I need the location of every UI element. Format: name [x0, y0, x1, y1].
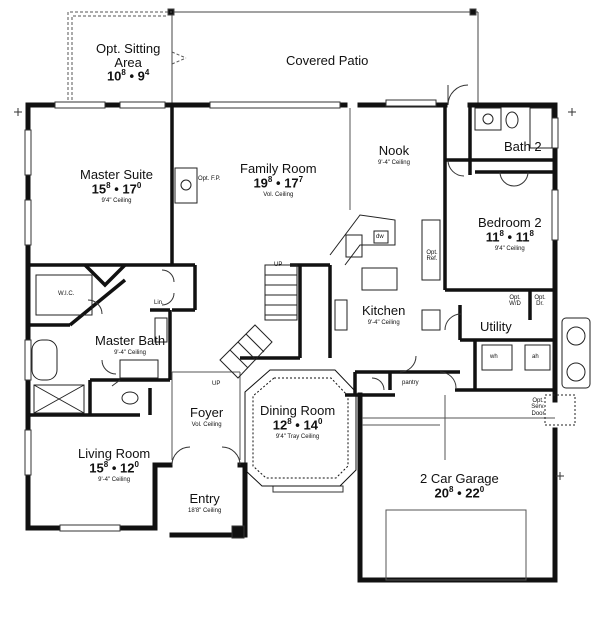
- room-label-bedroom-2: Bedroom 2 118 • 118 9'4" Ceiling: [478, 216, 542, 252]
- room-label-entry: Entry 18'8" Ceiling: [188, 492, 221, 514]
- opt-fireplace-label: Opt. F.P.: [198, 176, 221, 182]
- room-label-nook: Nook 9'-4" Ceiling: [378, 144, 410, 166]
- room-name: Nook: [378, 143, 410, 158]
- stair-up-label-lower: UP: [212, 381, 221, 387]
- ceiling-note: 9'-4" Ceiling: [114, 349, 147, 356]
- ceiling-note: 9'-4" Ceiling: [378, 159, 410, 166]
- door-swings: [87, 84, 529, 466]
- room-name: Living Room: [78, 446, 151, 461]
- room-name: Family Room: [240, 161, 317, 176]
- ceiling-note: 9'4" Ceiling: [101, 197, 132, 204]
- opt-wd-label: Opt. W/D: [509, 295, 521, 308]
- room-dimensions: 158 • 120: [89, 459, 139, 475]
- room-name: Opt. Sitting: [96, 41, 161, 56]
- dishwasher-label: dw: [376, 234, 384, 240]
- dining-room-octagon: [244, 369, 357, 487]
- room-dimensions: 158 • 170: [91, 180, 142, 196]
- room-dimensions: 208 • 220: [434, 484, 485, 500]
- ceiling-note: 9'-4" Ceiling: [367, 319, 400, 326]
- opt-ref-label: Opt. Ref.: [426, 250, 438, 263]
- stairs: [219, 264, 298, 379]
- room-label-kitchen: Kitchen 9'-4" Ceiling: [362, 304, 405, 326]
- detail-lines: [171, 108, 555, 581]
- room-label-covered-patio: Covered Patio: [286, 54, 368, 68]
- room-name: Covered Patio: [286, 53, 369, 68]
- pantry-label: pantry: [402, 380, 419, 386]
- room-label-foyer: Foyer Vol. Ceiling: [190, 406, 223, 428]
- opt-dr-label: Opt. Dr.: [534, 295, 546, 308]
- interior-walls: [28, 105, 555, 417]
- utility-appliances: [481, 317, 591, 426]
- room-name-line-2: Area: [114, 54, 142, 70]
- room-name: 2 Car Garage: [420, 471, 499, 486]
- room-name: Kitchen: [362, 303, 406, 318]
- room-name: Bedroom 2: [478, 215, 542, 230]
- opt-serv-door-label: Opt. Serv. Door: [531, 398, 545, 417]
- plan-markers: [14, 108, 576, 539]
- ceiling-note: 9'4" Tray Ceiling: [275, 433, 320, 440]
- ceiling-note: 9'4" Ceiling: [494, 245, 525, 252]
- room-label-wic: W.I.C.: [58, 291, 74, 297]
- bath-fixtures: [31, 107, 553, 414]
- ceiling-note: 18'8" Ceiling: [188, 507, 222, 514]
- windows: [24, 99, 559, 532]
- room-name: Foyer: [190, 405, 224, 420]
- linen-label: Lin.: [154, 300, 164, 306]
- room-label-opt-sitting-area: Opt. Sitting Area 108 • 94: [96, 42, 160, 83]
- room-name: Master Suite: [80, 167, 153, 182]
- ceiling-note: Vol. Ceiling: [191, 421, 222, 428]
- room-label-family-room: Family Room 198 • 177 Vol. Ceiling: [240, 162, 317, 198]
- room-name: Dining Room: [260, 403, 336, 418]
- room-dimensions: 108 • 94: [106, 68, 150, 84]
- room-dimensions: 118 • 118: [485, 228, 534, 244]
- room-label-2-car-garage: 2 Car Garage 208 • 220: [420, 472, 499, 500]
- room-name: Entry: [189, 491, 220, 506]
- room-label-utility: Utility: [480, 320, 512, 334]
- room-dimensions: 198 • 177: [253, 174, 304, 190]
- room-name: Master Bath: [95, 333, 166, 348]
- ceiling-note: 9'-4" Ceiling: [98, 476, 131, 483]
- room-label-dining-room: Dining Room 128 • 140 9'4" Tray Ceiling: [260, 404, 335, 440]
- room-name: Bath 2: [504, 139, 542, 154]
- stair-up-label-upper: UP: [274, 262, 283, 268]
- ceiling-note: Vol. Ceiling: [263, 191, 294, 198]
- air-handler-label: ah: [532, 354, 539, 360]
- room-label-living-room: Living Room 158 • 120 9'-4" Ceiling: [78, 447, 150, 483]
- room-label-bath-2: Bath 2: [504, 140, 542, 154]
- water-heater-label: wh: [490, 354, 498, 360]
- room-name: Utility: [480, 319, 512, 334]
- kitchen-counters: [329, 214, 441, 331]
- room-label-master-suite: Master Suite 158 • 170 9'4" Ceiling: [80, 168, 153, 204]
- room-label-master-bath: Master Bath 9'-4" Ceiling: [95, 334, 165, 356]
- room-name: W.I.C.: [58, 291, 75, 297]
- opt-sitting-area-outline: [67, 11, 187, 105]
- room-dimensions: 128 • 140: [272, 416, 323, 432]
